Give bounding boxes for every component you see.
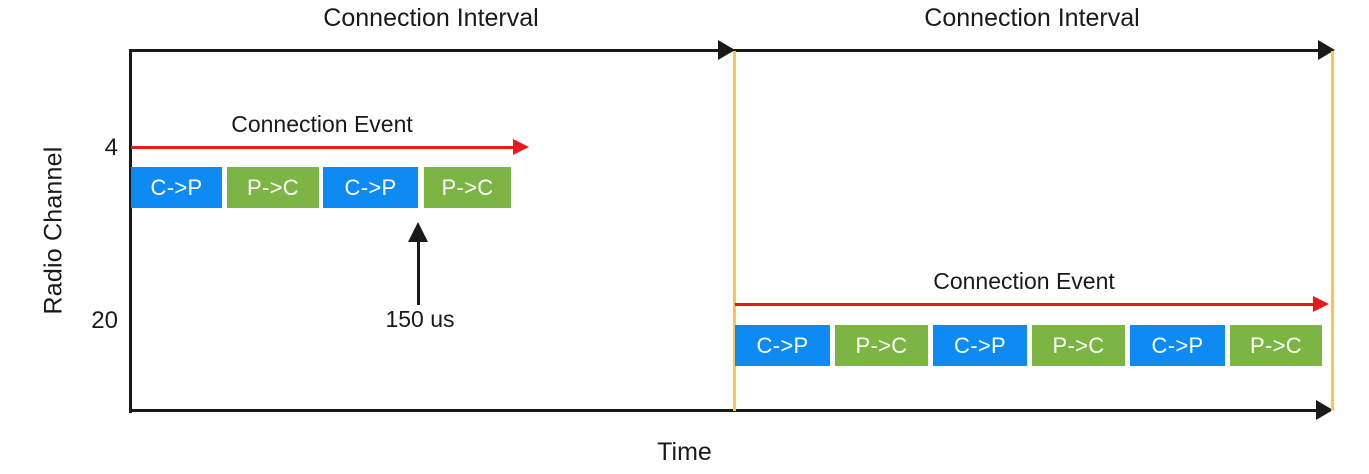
time-axis-arrowhead-icon (1316, 400, 1333, 420)
connection-event-arrowhead-1 (513, 139, 529, 155)
top-arrowhead-interval-2 (1318, 40, 1335, 60)
connection-event-arrow-shaft-2 (735, 303, 1313, 306)
connection-event-arrow-shaft-1 (131, 146, 513, 149)
y-axis-line (129, 51, 132, 413)
interval-caption-2: Connection Interval (924, 4, 1140, 32)
packet-block: P->C (227, 167, 319, 208)
packet-block: P->C (1032, 325, 1125, 366)
connection-event-arrowhead-2 (1313, 296, 1329, 312)
y-tick-label-4: 4 (104, 134, 118, 161)
ifs-label: 150 us (385, 306, 455, 332)
top-border-interval-1 (129, 49, 724, 52)
packet-block: C->P (735, 325, 830, 366)
top-arrowhead-interval-1 (718, 40, 735, 60)
y-tick-label-20: 20 (91, 307, 118, 334)
interval-caption-1: Connection Interval (323, 4, 539, 32)
ifs-arrowhead-icon (408, 222, 428, 242)
interval-separator-1 (733, 51, 736, 411)
packet-block: C->P (933, 325, 1027, 366)
packet-block: P->C (835, 325, 928, 366)
connection-event-label-1: Connection Event (231, 111, 413, 137)
interval-separator-2 (1331, 51, 1334, 411)
x-axis-line (129, 409, 1325, 412)
packet-block: P->C (424, 167, 511, 208)
top-border-interval-2 (733, 49, 1325, 52)
connection-event-label-2: Connection Event (933, 268, 1115, 294)
packet-block: P->C (1230, 325, 1322, 366)
packet-row-channel-20: C->P P->C C->P P->C C->P P->C (735, 325, 1322, 366)
x-axis-title: Time (657, 438, 712, 466)
packet-block: C->P (323, 167, 418, 208)
packet-row-channel-4: C->P P->C C->P P->C (131, 167, 511, 208)
packet-block: C->P (1130, 325, 1225, 366)
packet-block: C->P (131, 167, 222, 208)
ifs-arrow-shaft (417, 240, 420, 305)
